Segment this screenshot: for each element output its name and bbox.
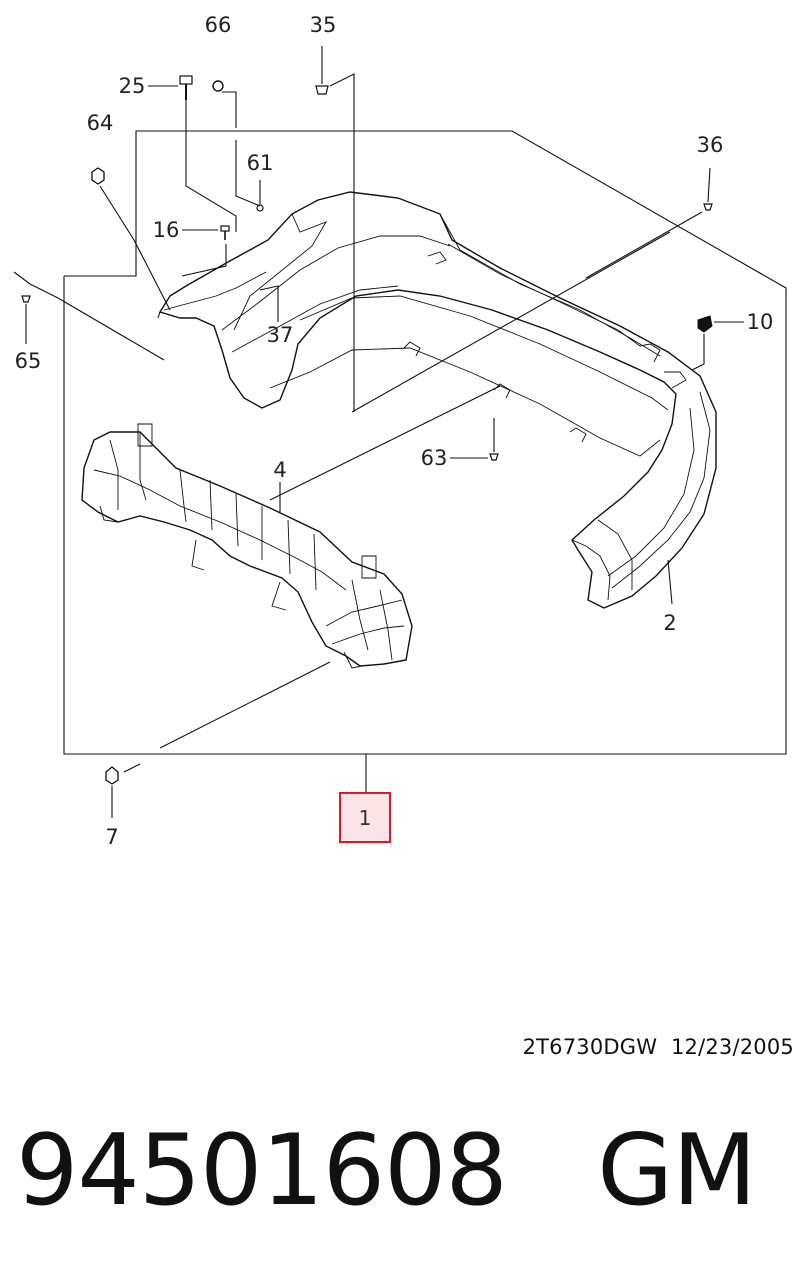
assembly-frame: [63, 130, 787, 755]
screw-36-icon: [703, 203, 713, 211]
callouts: 66 35 25 64 61 36 16 65 37 10 4 63 2 7: [15, 13, 774, 849]
callout-25: 25: [119, 74, 146, 98]
bolt-25-icon: [179, 75, 193, 85]
screw-65-icon: [21, 295, 31, 303]
leader-lines: [13, 46, 744, 818]
callout-63: 63: [421, 446, 448, 470]
nut-64-icon: [91, 167, 105, 185]
bumper-fascia: [158, 191, 717, 609]
screw-63-icon: [489, 453, 499, 461]
fasteners: [21, 75, 713, 785]
callout-4: 4: [273, 458, 286, 482]
drawing-code-label: 2T6730DGW 12/23/2005: [522, 1035, 794, 1059]
screw-16-icon: [220, 225, 230, 232]
clip-35-icon: [315, 85, 329, 95]
callout-35: 35: [310, 13, 337, 37]
callout-66: 66: [205, 13, 232, 37]
highlight-box[interactable]: [339, 792, 391, 843]
callout-37: 37: [267, 323, 294, 347]
callout-61: 61: [247, 151, 274, 175]
callout-16: 16: [153, 218, 180, 242]
callout-36: 36: [697, 133, 724, 157]
callout-65: 65: [15, 349, 42, 373]
part-number-label: 94501608 GM: [16, 1114, 757, 1228]
exploded-parts-diagram: 66 35 25 64 61 36 16 65 37 10 4 63 2 7 1: [13, 13, 787, 849]
highlighted-callout[interactable]: 1: [339, 792, 391, 843]
energy-absorber: [81, 423, 413, 669]
clip-10-icon: [697, 315, 713, 333]
callout-7: 7: [105, 825, 118, 849]
nut-7-icon: [105, 766, 119, 785]
screw-61-icon: [256, 204, 264, 212]
callout-1: 1: [359, 806, 372, 830]
callout-10: 10: [747, 310, 774, 334]
callout-64: 64: [87, 111, 114, 135]
nut-66-icon: [212, 80, 224, 92]
callout-2: 2: [663, 611, 676, 635]
